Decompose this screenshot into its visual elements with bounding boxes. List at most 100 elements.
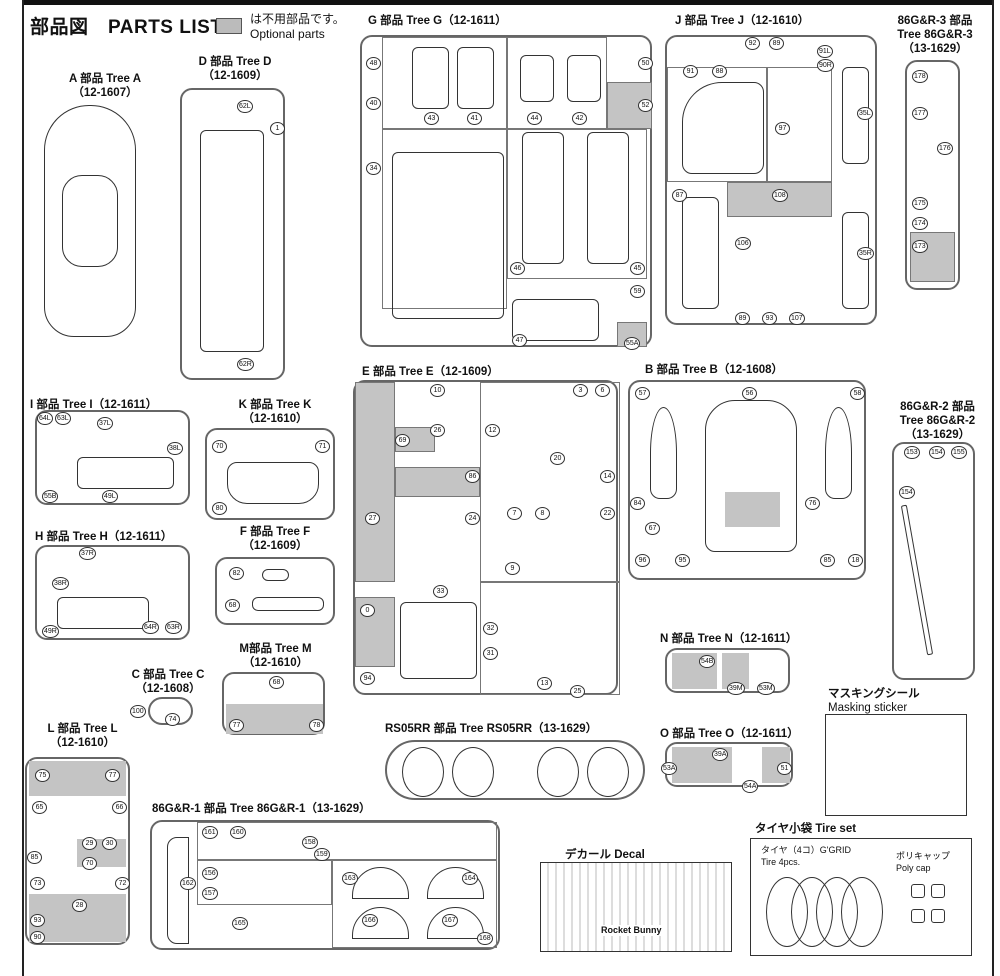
- tree-n-label: N 部品 Tree N（12-1611）: [660, 633, 798, 645]
- polycap-part: [911, 884, 925, 898]
- part-number: 157: [202, 887, 218, 900]
- seat-part: [412, 47, 449, 109]
- part-number: 97: [775, 122, 790, 135]
- part-number: 178: [912, 70, 928, 83]
- part-number: 78: [309, 719, 324, 732]
- exhaust-pipe-part: [900, 504, 934, 656]
- tree-b-label: B 部品 Tree B（12-1608）: [645, 364, 784, 376]
- part-number: 63L: [55, 412, 71, 425]
- part-number: 68: [225, 599, 240, 612]
- tree-a-code: （12-1607）: [72, 87, 138, 99]
- tree-f-label: F 部品 Tree F（12-1609）: [225, 525, 325, 553]
- tree-86gr2-sprue: 153 154 155 154: [892, 442, 975, 680]
- part-number: 62L: [237, 100, 253, 113]
- mirror-part: [252, 597, 324, 611]
- part-number: 82: [229, 567, 244, 580]
- part-number: 12: [485, 424, 500, 437]
- part-number: 160: [230, 826, 246, 839]
- part-number: 95: [675, 554, 690, 567]
- tree-k-title: K 部品 Tree K: [238, 399, 312, 411]
- part-number: 154: [899, 486, 915, 499]
- tree-f-sprue: 82 68: [215, 557, 335, 625]
- part-number: 35L: [857, 107, 873, 120]
- chassis-part: [200, 130, 264, 352]
- tree-h-label: H 部品 Tree H（12-1611）: [35, 531, 173, 543]
- tree-n-sprue: 54B 39M 53M: [665, 648, 790, 695]
- part-number: 50: [638, 57, 653, 70]
- part-number: 3: [573, 384, 588, 397]
- part-number: 49R: [42, 625, 59, 638]
- tree-j-label: J 部品 Tree J（12-1610）: [675, 15, 810, 27]
- part-number: 9: [505, 562, 520, 575]
- part-number: 28: [72, 899, 87, 912]
- tree-m-label: M部品 Tree M（12-1610）: [228, 642, 323, 670]
- masking-sticker-sheet: [825, 714, 967, 816]
- part-number: 56: [742, 387, 757, 400]
- part-number: 26: [430, 424, 445, 437]
- tree-86gr2-code: （13-1629）: [904, 429, 971, 441]
- tree-d-sprue: 62L 1 62R: [180, 88, 285, 380]
- part-number: 72: [115, 877, 130, 890]
- part-number: 86: [465, 470, 480, 483]
- part-number: 59: [630, 285, 645, 298]
- legend-jp: は不用部品です。: [250, 12, 345, 26]
- part-number: 74: [165, 713, 180, 726]
- tree-d-label: D 部品 Tree D（12-1609）: [190, 55, 280, 83]
- part-number: 68: [269, 676, 284, 689]
- tire-set-box: タイヤ（4コ）G'GRID Tire 4pcs. ポリキャップ Poly cap: [750, 838, 972, 956]
- part-number: 42: [572, 112, 587, 125]
- seat-frame-part: [57, 597, 149, 629]
- hood-part: [682, 82, 764, 174]
- part-number: 0: [360, 604, 375, 617]
- seat-frame-part: [77, 457, 174, 489]
- part-number: 85: [27, 851, 42, 864]
- part-number: 154: [929, 446, 945, 459]
- part-number: 161: [202, 826, 218, 839]
- part-number: 90R: [817, 59, 834, 72]
- part-number: 35R: [857, 247, 874, 260]
- masking-label-en: Masking sticker: [828, 702, 908, 714]
- tree-g-sprue: 48 40 43 41 50 52 34 44 42 46 45 59 47 5…: [360, 35, 653, 350]
- tree-i-sprue: 64L 63L 37L 38L 55B 49L: [35, 410, 190, 505]
- tree-86gr3-title: 86G&R-3 部品: [897, 15, 973, 27]
- tree-86gr1-sprue: 161 160 158 159 162 156 157 163 164 165 …: [150, 820, 500, 950]
- tree-c-label: C 部品 Tree C（12-1608）: [128, 668, 208, 696]
- part-number: 45: [630, 262, 645, 275]
- tree-h-sprue: 37R 38R 49R 64R 63R: [35, 545, 190, 640]
- tree-k-code: （12-1610）: [242, 413, 308, 425]
- part-number: 70: [212, 440, 227, 453]
- car-roof-part: [62, 175, 118, 267]
- part-number: 93: [30, 914, 45, 927]
- part-number: 85: [820, 554, 835, 567]
- part-number: 54A: [742, 780, 759, 793]
- wheel-part: [537, 747, 579, 797]
- part-number: 62R: [237, 358, 254, 371]
- part-number: 156: [202, 867, 218, 880]
- part-number: 168: [477, 932, 493, 945]
- part-number: 33: [433, 585, 448, 598]
- part-number: 64L: [37, 412, 53, 425]
- tire-part: [841, 877, 883, 947]
- part-number: 69: [395, 434, 410, 447]
- part-number: 88: [712, 65, 727, 78]
- part-number: 31: [483, 647, 498, 660]
- seat-part: [457, 47, 494, 109]
- optional-cell: [725, 492, 780, 527]
- part-number: 159: [314, 848, 330, 861]
- sprue-cell: [382, 37, 507, 129]
- part-number: 108: [772, 189, 788, 202]
- tree-a-body: [40, 105, 140, 340]
- tree-86gr3-sprue: 178 177 176 175 174 173: [905, 60, 960, 290]
- mirror-part: [262, 569, 289, 581]
- part-number: 64R: [142, 621, 159, 634]
- part-number: 63R: [165, 621, 182, 634]
- part-number: 32: [483, 622, 498, 635]
- part-number: 57: [635, 387, 650, 400]
- part-number: 55A: [624, 337, 641, 350]
- part-number: 75: [35, 769, 50, 782]
- part-number: 46: [510, 262, 525, 275]
- part-number: 166: [362, 914, 378, 927]
- polycap-label-en: Poly cap: [896, 863, 931, 873]
- part-number: 55B: [42, 490, 59, 503]
- door-panel-part: [587, 132, 629, 264]
